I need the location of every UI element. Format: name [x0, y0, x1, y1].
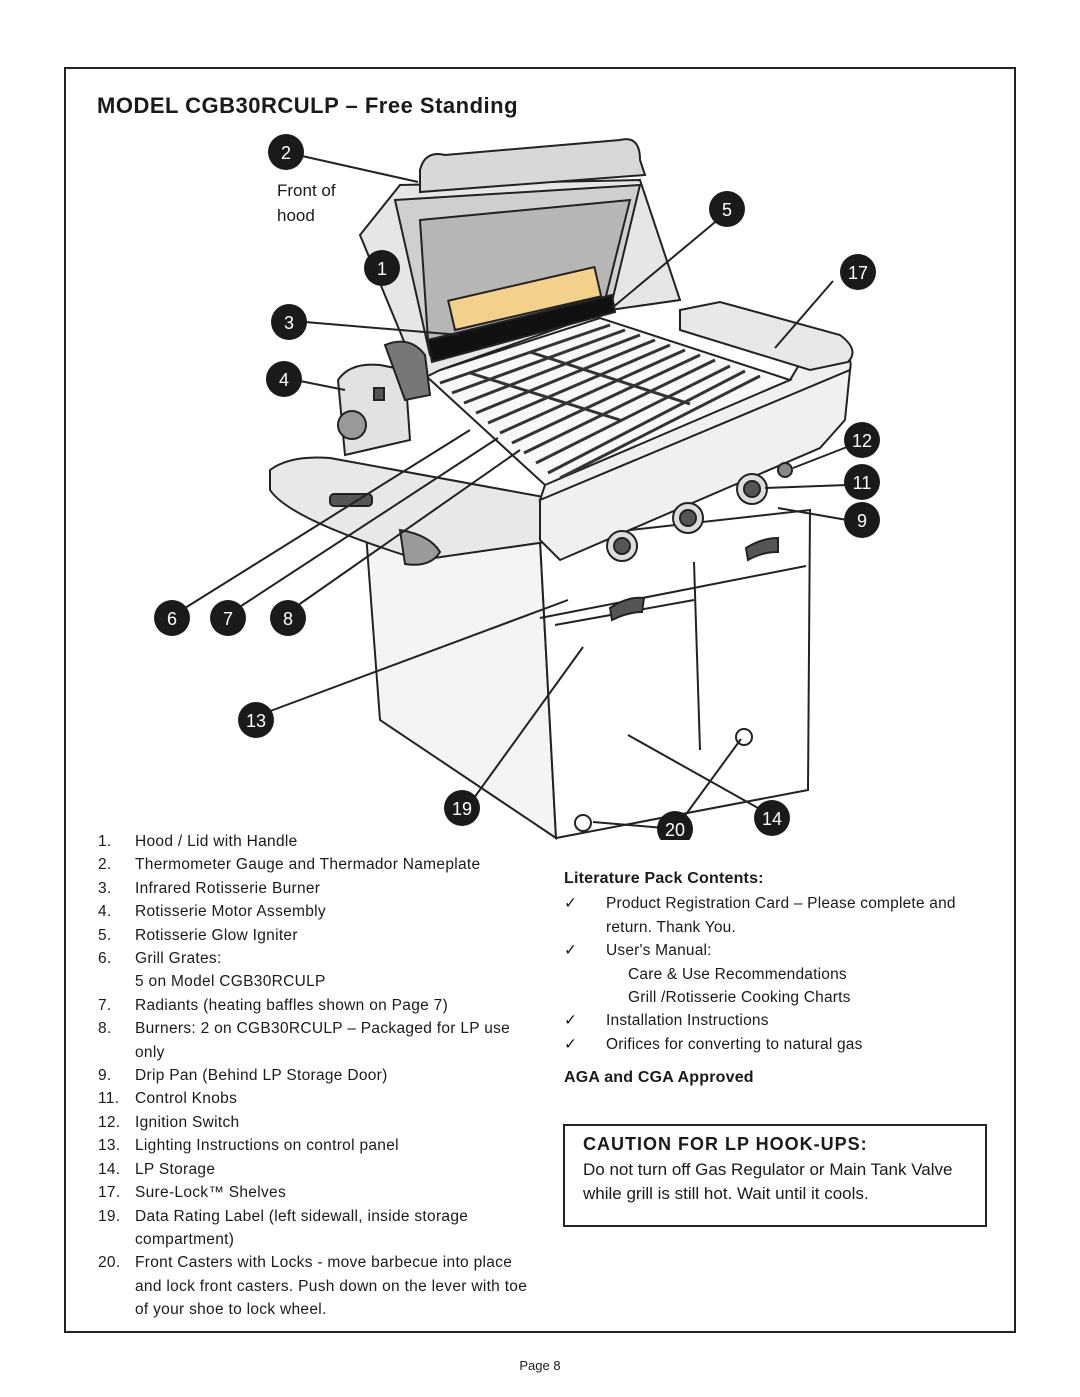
callout-19: 19 — [444, 790, 480, 826]
callout-11: 11 — [844, 464, 880, 500]
parts-list: 1.Hood / Lid with Handle 2.Thermometer G… — [98, 830, 528, 1322]
check-icon: ✓ — [564, 894, 578, 913]
callout-5: 5 — [709, 191, 745, 227]
page-number: Page 8 — [519, 1358, 561, 1373]
list-item: 8.Burners: 2 on CGB30RCULP – Packaged fo… — [98, 1020, 511, 1061]
list-item: 2.Thermometer Gauge and Thermador Namepl… — [98, 856, 481, 874]
callout-20: 20 — [657, 811, 693, 840]
svg-text:12: 12 — [852, 431, 872, 451]
svg-text:14: 14 — [762, 809, 782, 829]
callout-6: 6 — [154, 600, 190, 636]
leader-lines — [184, 155, 848, 829]
approval-note: AGA and CGA Approved — [564, 1069, 754, 1087]
control-knobs — [606, 462, 793, 562]
check-icon: ✓ — [564, 941, 578, 960]
literature-heading: Literature Pack Contents: — [564, 870, 764, 887]
callout-13: 13 — [238, 702, 274, 738]
caution-body: Do not turn off Gas Regulator or Main Ta… — [583, 1160, 953, 1203]
list-item: 13.Lighting Instructions on control pane… — [98, 1137, 399, 1155]
svg-text:11: 11 — [853, 473, 872, 493]
svg-text:20: 20 — [665, 820, 685, 840]
literature-pack: Literature Pack Contents: ✓Product Regis… — [564, 867, 1004, 1090]
list-item: ✓Product Registration Card – Please comp… — [564, 894, 956, 936]
svg-text:1: 1 — [377, 259, 387, 279]
list-item: 9.Drip Pan (Behind LP Storage Door) — [98, 1067, 388, 1085]
list-item: 20.Front Casters with Locks - move barbe… — [98, 1254, 528, 1319]
page-title: MODEL CGB30RCULP – Free Standing — [97, 93, 519, 118]
list-item: 11.Control Knobs — [98, 1090, 238, 1108]
svg-text:19: 19 — [452, 799, 472, 819]
callout-1: 1 — [364, 250, 400, 286]
svg-text:9: 9 — [857, 511, 867, 531]
hood — [358, 138, 682, 382]
page-frame — [64, 67, 1016, 1333]
grill-diagram: 2 5 1 17 3 4 12 11 9 6 7 8 13 19 14 20 — [154, 134, 880, 840]
list-item: 19.Data Rating Label (left sidewall, ins… — [98, 1207, 469, 1248]
callout-17: 17 — [840, 254, 876, 290]
list-item: 4.Rotisserie Motor Assembly — [98, 903, 326, 921]
check-icon: ✓ — [564, 1034, 578, 1053]
svg-text:6: 6 — [167, 609, 177, 629]
callout-12: 12 — [844, 422, 880, 458]
callout-9: 9 — [844, 502, 880, 538]
list-item: 12.Ignition Switch — [98, 1113, 240, 1131]
callout-markers: 2 5 1 17 3 4 12 11 9 6 7 8 13 19 14 20 — [154, 134, 880, 840]
list-item: 5.Rotisserie Glow Igniter — [98, 926, 298, 944]
list-item: 14.LP Storage — [98, 1160, 216, 1178]
front-of-hood-label: Front of hood — [277, 181, 336, 225]
callout-14: 14 — [754, 800, 790, 836]
svg-text:5: 5 — [722, 200, 732, 220]
list-item: ✓Installation Instructions — [564, 1009, 1004, 1032]
list-item: ✓User's Manual: Care & Use Recommendatio… — [564, 941, 851, 1007]
grill-cart — [363, 508, 812, 840]
grill-grates — [423, 316, 793, 487]
callout-7: 7 — [210, 600, 246, 636]
list-item: ✓Orifices for converting to natural gas — [564, 1033, 1004, 1056]
callout-2: 2 — [268, 134, 304, 170]
list-item: 1.Hood / Lid with Handle — [98, 833, 298, 850]
svg-text:2: 2 — [281, 143, 291, 163]
caution-box: CAUTION FOR LP HOOK-UPS: Do not turn off… — [563, 1124, 987, 1227]
callout-4: 4 — [266, 361, 302, 397]
svg-text:4: 4 — [279, 370, 289, 390]
list-item: 17.Sure-Lock™ Shelves — [98, 1184, 286, 1202]
right-shelf — [679, 300, 854, 372]
literature-list: ✓Product Registration Card – Please comp… — [564, 892, 1004, 1056]
svg-text:8: 8 — [283, 609, 293, 629]
svg-text:13: 13 — [246, 711, 266, 731]
door-handles — [608, 536, 779, 622]
check-icon: ✓ — [564, 1011, 578, 1030]
callout-3: 3 — [271, 304, 307, 340]
svg-text:3: 3 — [284, 313, 294, 333]
list-item: 7.Radiants (heating baffles shown on Pag… — [98, 996, 449, 1014]
callout-8: 8 — [270, 600, 306, 636]
list-item: 3.Infrared Rotisserie Burner — [98, 879, 321, 897]
caution-heading: CAUTION FOR LP HOOK-UPS: — [583, 1134, 868, 1154]
rotisserie-motor — [336, 340, 432, 457]
svg-text:17: 17 — [848, 263, 868, 283]
svg-text:7: 7 — [223, 609, 233, 629]
list-item: 6.Grill Grates:5 on Model CGB30RCULP — [98, 950, 326, 991]
